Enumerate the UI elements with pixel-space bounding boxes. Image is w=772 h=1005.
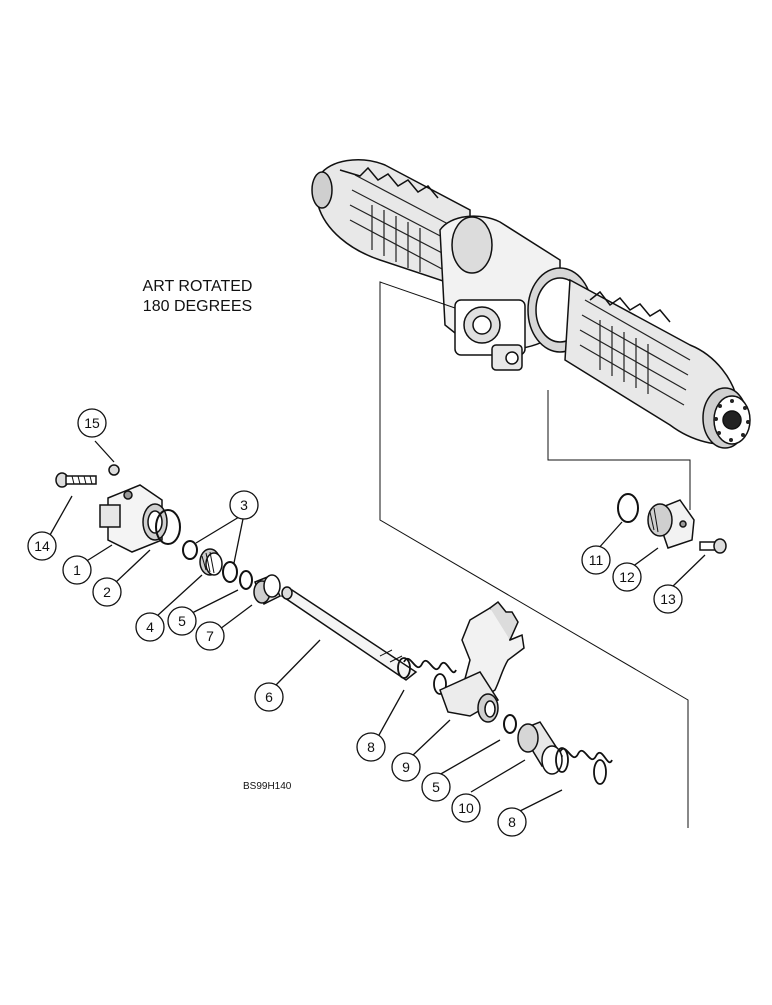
callout-9-label: 9 [402,759,410,775]
callout-arrows [49,440,706,812]
ring-5a [239,570,253,590]
callout-5a-circle [167,606,197,636]
callout-5a-label: 5 [178,613,186,629]
bolt-13 [699,538,727,554]
callout-4-circle [135,612,165,642]
callout-15a-circle [77,408,107,438]
spring-8a [397,657,457,695]
callout-3: 3 [229,490,259,520]
bolt-14 [55,472,97,488]
callout-14: 14 [27,531,57,561]
callout-4: 4 [135,612,165,642]
callout-8b: 8 [497,807,527,837]
callout-11-label: 11 [589,552,604,568]
cap-12 [647,499,695,549]
callout-7: 7 [195,621,225,651]
callout-11-circle [581,545,611,575]
callout-5b: 5 [421,772,451,802]
spring-8b [555,747,613,785]
callout-2-circle [92,577,122,607]
drawing-code: BS99H140 [243,781,292,792]
callout-10: 10 [451,793,481,823]
callout-13-label: 13 [660,591,676,607]
callout-8b-circle [497,807,527,837]
parts [55,464,727,785]
callout-1: 1 [62,555,92,585]
callout-6: 6 [254,682,284,712]
ring-3a [182,540,198,560]
o-ring-2 [155,509,181,545]
callout-3-label: 3 [240,497,248,513]
ring-5b [503,714,517,734]
callout-6-label: 6 [265,689,273,705]
callout-14-circle [27,531,57,561]
callout-3-circle [229,490,259,520]
o-ring-11 [617,493,639,523]
callout-10-label: 10 [458,800,474,816]
callout-12-label: 12 [619,569,635,585]
callout-13: 13 [653,584,683,614]
shaft-6 [280,586,418,681]
callout-8b-label: 8 [508,814,516,830]
callout-9-circle [391,752,421,782]
ring-3b [222,561,238,583]
callout-8a-circle [356,732,386,762]
callout-14-label: 14 [34,538,50,554]
plug-15 [108,464,120,476]
seal-4 [199,548,223,576]
callout-13-circle [653,584,683,614]
callout-5a: 5 [167,606,197,636]
callout-8a: 8 [356,732,386,762]
callout-11: 11 [581,545,611,575]
bushing-10 [517,721,564,775]
callout-10-circle [451,793,481,823]
callout-7-circle [195,621,225,651]
callout-9: 9 [391,752,421,782]
shift-fork-9 [439,600,525,723]
rotation-note-line2: 180 DEGREES [142,298,253,315]
callout-1-label: 1 [73,562,81,578]
callout-12: 12 [612,562,642,592]
axle-housing [311,159,751,449]
callout-1-circle [62,555,92,585]
callout-4-label: 4 [146,619,154,635]
callout-15a-label: 15 [84,415,100,431]
bushing-7 [253,574,282,606]
callout-2-label: 2 [103,584,111,600]
rotation-note: ART ROTATED 180 DEGREES [140,277,255,317]
callout-12-circle [612,562,642,592]
leader-lines [379,281,691,828]
callout-15a: 15 [77,408,107,438]
rotation-note-line1: ART ROTATED [142,278,253,295]
callout-5b-label: 5 [432,779,440,795]
callout-8a-label: 8 [367,739,375,755]
callout-7-label: 7 [206,628,214,644]
callout-6-circle [254,682,284,712]
callout-2: 2 [92,577,122,607]
callout-5b-circle [421,772,451,802]
